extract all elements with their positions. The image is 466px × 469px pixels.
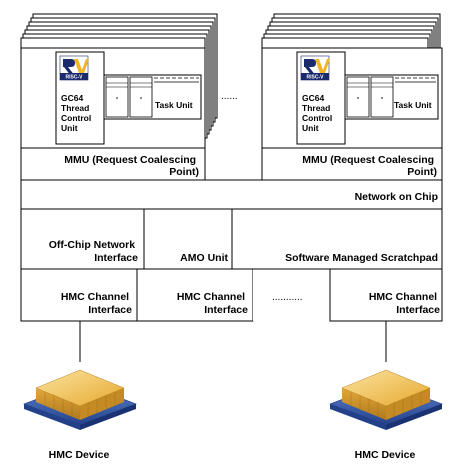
noc-label: Network on Chip [355, 191, 438, 203]
hmc-channel-box-3 [329, 268, 443, 322]
hmc-channel-gap [253, 269, 330, 321]
hmc-device-icon-right [329, 369, 443, 430]
hmc-channel-label-2: HMC Channel Interface [177, 291, 248, 316]
hmc-device-label-left: HMC Device [49, 449, 110, 461]
hmc-channel-box-1 [20, 268, 138, 322]
core-stack-right: RISC-V GC64 Thread Control Unit Task Uni… [261, 13, 443, 149]
core-ellipsis: ...... [221, 91, 238, 102]
logo-text-right: RISC-V [307, 75, 325, 81]
hmc-channel-box-2 [136, 268, 254, 322]
core-stack-left: RISC-V GC64 Thread Control Unit Task Uni… [20, 13, 218, 149]
mmu-label-left: MMU (Request Coalescing Point) [64, 154, 199, 178]
main-block [20, 147, 443, 322]
hmc-channel-label-1: HMC Channel Interface [61, 291, 132, 316]
task-unit-label-left: Task Unit [155, 100, 193, 110]
logo-text-left: RISC-V [66, 75, 84, 81]
hmc-device-icon-left [23, 369, 137, 430]
tcu-label-right: GC64 Thread Control Unit [302, 93, 335, 133]
hmc-device-label-right: HMC Device [355, 449, 416, 461]
scratchpad-label: Software Managed Scratchpad [285, 252, 438, 264]
mmu-box-right [261, 147, 443, 181]
riscv-logo-icon-left: RISC-V [59, 55, 89, 81]
offchip-interface-label: Off-Chip Network Interface [49, 239, 138, 264]
tcu-label-left: GC64 Thread Control Unit [61, 93, 94, 133]
hmc-channel-label-3: HMC Channel Interface [369, 291, 440, 316]
amo-unit-label: AMO Unit [180, 252, 228, 264]
riscv-logo-icon-right: RISC-V [300, 55, 330, 81]
mmu-label-right: MMU (Request Coalescing Point) [302, 154, 437, 178]
hmc-channel-ellipsis: ........... [272, 292, 303, 303]
noc-box [20, 179, 443, 210]
mmu-box-left [20, 147, 206, 181]
task-unit-label-right: Task Unit [394, 100, 432, 110]
